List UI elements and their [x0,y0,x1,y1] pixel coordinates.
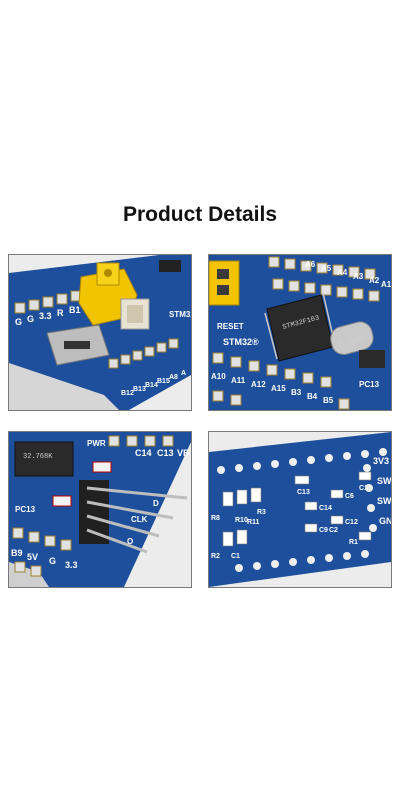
pin-label: A6 [305,260,316,269]
component-label: R11 [247,519,260,526]
pin-label: A3 [353,272,364,281]
pin-label: A11 [231,376,246,385]
pin-label: C14 [135,448,152,458]
pin-label: B4 [307,392,318,401]
photo-board-usb-jumper: G G 3.3 R B1 STM32 B12 B13 B14 B15 A8 [8,254,192,411]
component-label: C1 [231,553,240,560]
header-label: O [127,537,133,546]
pin-label: B9 [11,548,23,558]
pc13-label: PC13 [15,505,36,514]
pin-label: B1 [69,305,81,315]
page-title: Product Details [122,203,278,226]
stm-label: STM32® [223,337,259,347]
component-label: C14 [319,505,332,512]
pin-label: A8 [169,374,178,381]
pin-label: C13 [157,448,174,458]
pin-label: 3.3 [39,311,52,321]
edge-label: SWD [377,476,391,486]
pin-label: A10 [211,372,226,381]
pin-label: A5 [321,264,332,273]
pin-label: A [181,370,186,377]
stm-label: STM32 [169,310,191,319]
board-mcu-illustration: A6 A5 A4 A3 A2 A1 RESET STM32® STM32F103… [209,255,391,410]
reset-label: RESET [217,322,244,331]
photo-board-mcu: A6 A5 A4 A3 A2 A1 RESET STM32® STM32F103… [208,254,392,411]
board-usb-jumper-illustration: G G 3.3 R B1 STM32 B12 B13 B14 B15 A8 [9,255,191,410]
pin-label: A15 [271,384,286,393]
header-label: CLK [131,515,148,524]
component-label: R1 [349,539,358,546]
edge-label: GN [379,516,391,526]
pin-label: A4 [337,268,348,277]
pin-label: B13 [133,386,146,393]
edge-label: SWC [377,496,391,506]
component-label: C12 [345,519,358,526]
header-label: D [153,499,159,508]
pin-label: 5V [27,552,38,562]
component-label: R2 [211,553,220,560]
pwr-label: PWR [87,439,106,448]
pin-label: B3 [291,388,302,397]
photo-board-back: R8 R10 R3 R11 R2 R1 C1 C2 C13 C14 C6 C9 … [208,431,392,588]
component-label: R8 [211,515,220,522]
board-back-illustration: R8 R10 R3 R11 R2 R1 C1 C2 C13 C14 C6 C9 … [209,432,391,587]
edge-label: 3V3 [373,456,389,466]
pin-label: G [27,314,34,324]
pc13-label: PC13 [359,380,380,389]
pin-label: A12 [251,380,266,389]
component-label: C13 [297,489,310,496]
photo-board-header: C14 C13 VB PWR PC13 32.768K D CLK O [8,431,192,588]
component-label: R10 [235,517,248,524]
pin-label: A2 [369,276,380,285]
pin-label: B15 [157,378,170,385]
component-label: C9 [319,527,328,534]
pin-label: B12 [121,390,134,397]
pin-label: 3.3 [65,560,78,570]
board-header-illustration: C14 C13 VB PWR PC13 32.768K D CLK O [9,432,191,587]
pin-label: A1 [381,280,391,289]
component-label: C2 [329,527,338,534]
component-label: C6 [345,493,354,500]
pin-label: G [49,556,56,566]
pin-label: B14 [145,382,158,389]
chip-label: 32.768K [23,453,53,461]
pin-label: G [15,317,22,327]
pin-label: VB [177,448,190,458]
pin-label: R [57,308,64,318]
component-label: R3 [257,509,266,516]
pin-label: B5 [323,396,334,405]
